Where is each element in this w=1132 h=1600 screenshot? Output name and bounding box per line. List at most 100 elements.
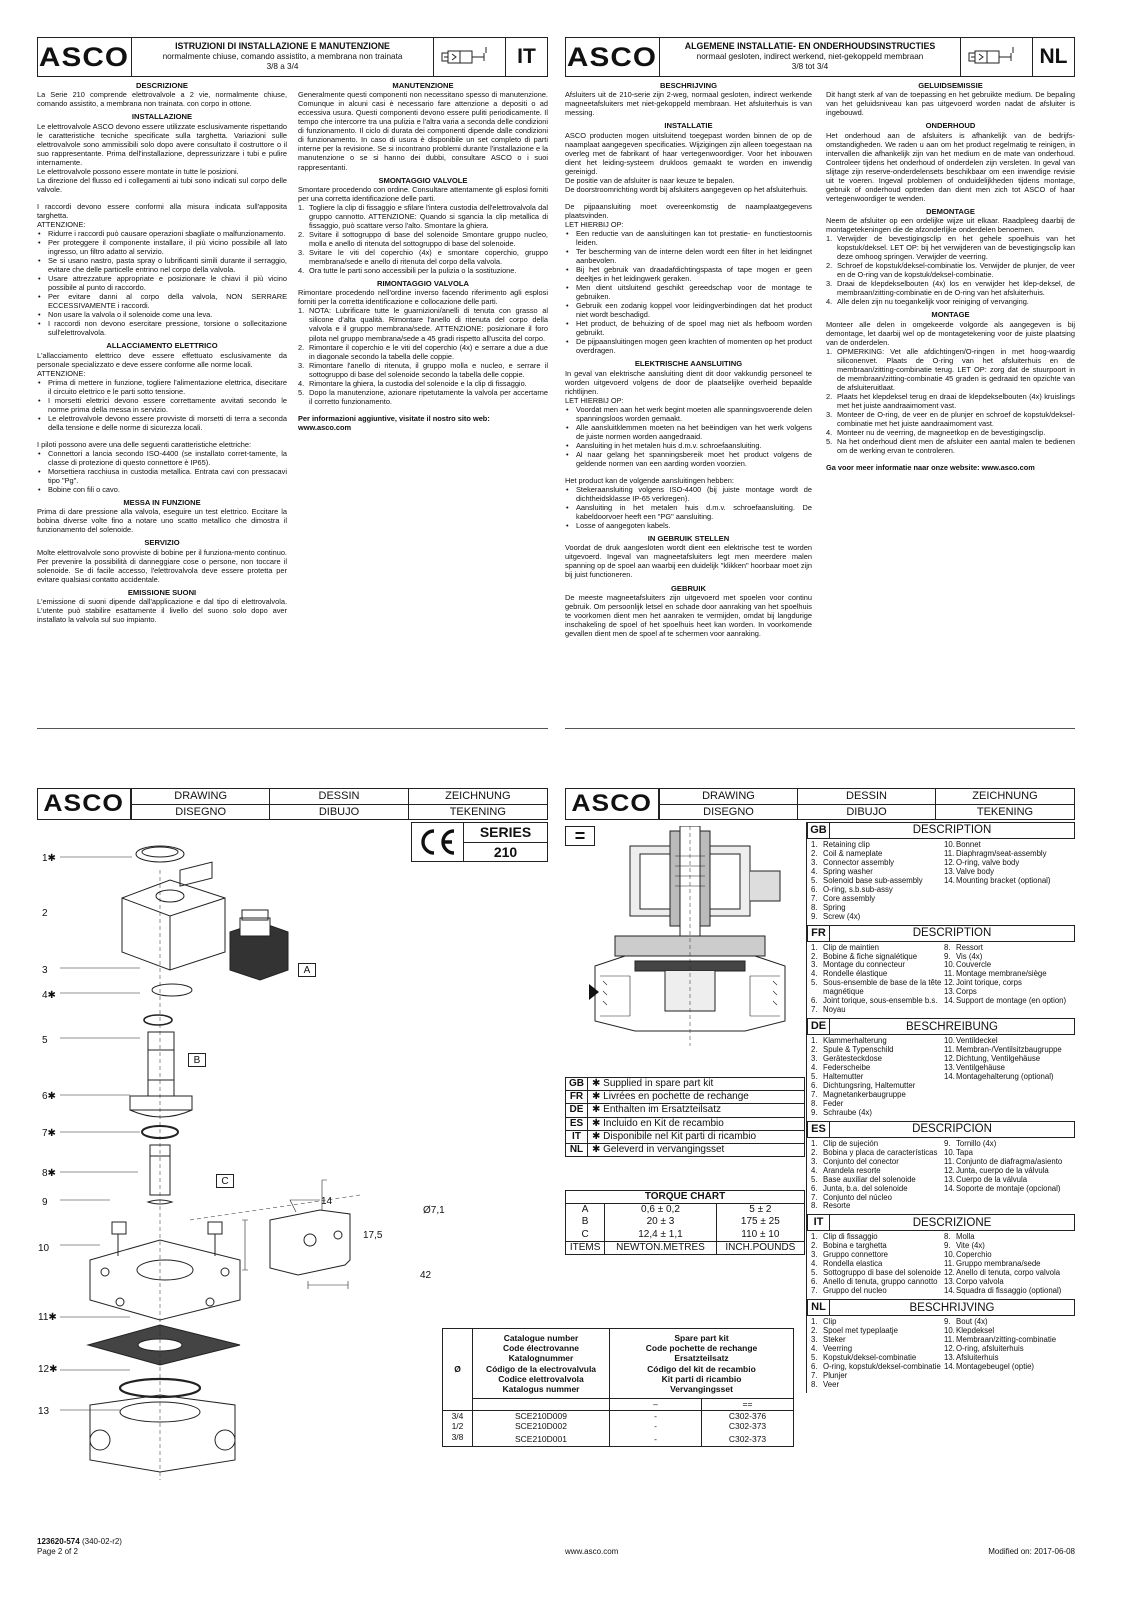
list-item: 7.Core assembly [811, 893, 875, 903]
list-item: 14.Mounting bracket (optional) [944, 875, 1051, 885]
nl-column-2: GELUIDSEMISSIE Dit hangt sterk af van de… [826, 81, 1075, 473]
list-item: 8.Feder [811, 1098, 844, 1108]
list-item: 9.Vis (4x) [944, 951, 983, 961]
it-column-2: MANUTENZIONE Generalmente questi compone… [298, 81, 548, 432]
list-item: 3.Gerätesteckdose [811, 1054, 882, 1064]
list-item: 8.Ressort [944, 942, 983, 952]
list-item: 12.Dichtung, Ventilgehäuse [944, 1054, 1041, 1064]
list-item: 9.Vite (4x) [944, 1241, 985, 1251]
list-item: 9.Bout (4x) [944, 1317, 988, 1327]
list-item: 5.Kopstuk/deksel-combinatie [811, 1352, 917, 1362]
list-item: 3.Connector assembly [811, 857, 895, 867]
list-item: 13.Cuerpo de la válvula [944, 1174, 1028, 1184]
list-item: 12.Junta, cuerpo de la válvula [944, 1165, 1049, 1175]
part-label-14: 14 [321, 1196, 333, 1207]
valve-symbol-icon [433, 38, 505, 76]
list-item: 11.Diaphragm/seat-assembly [944, 848, 1047, 858]
list-item: 14.Squadra di fissaggio (optional) [944, 1286, 1062, 1296]
header-nl: ASCO ALGEMENE INSTALLATIE- EN ONDERHOUDS… [565, 37, 1075, 77]
legend-row: GB✱ Supplied in spare part kit [565, 1076, 805, 1092]
list-item: 2.Spoel met typeplaatje [811, 1326, 898, 1336]
list-item: 12.O-ring, valve body [944, 857, 1020, 867]
asco-logo: ASCO [38, 789, 131, 819]
list-item: 2.Bobina y placa de características [811, 1147, 938, 1157]
callout-c: C [216, 1174, 234, 1188]
list-item: 6.Dichtungsring, Haltemutter [811, 1080, 916, 1090]
part-label-11: 11✱ [38, 1312, 57, 1323]
part-label-13: 13 [38, 1406, 50, 1417]
list-item: 8.Veer [811, 1379, 840, 1389]
separator-left [37, 728, 548, 729]
list-item: 13.Ventilgehäuse [944, 1063, 1005, 1073]
ce-mark-icon [412, 823, 464, 861]
legend-row: NL✱ Geleverd in vervangingsset [565, 1142, 805, 1158]
part-label-3: 3 [42, 965, 48, 976]
header-title-it: ISTRUZIONI DI INSTALLAZIONE E MANUTENZIO… [162, 41, 403, 71]
part-label-7: 7✱ [42, 1128, 56, 1139]
list-item: 3.Gruppo connettore [811, 1250, 889, 1260]
list-item: 6.Anello di tenuta, gruppo cannotto [811, 1277, 938, 1287]
list-item: 8.Resorte [811, 1201, 851, 1211]
list-item: 14.Montagebeugel (optie) [944, 1361, 1035, 1371]
legend-row: ES✱ Incluido en Kit de recambio [565, 1116, 805, 1131]
legend-row: DE✱ Enthalten im Ersatzteilsatz [565, 1103, 805, 1118]
list-item: 2.Bobina e targhetta [811, 1241, 887, 1251]
header-it: ASCO ISTRUZIONI DI INSTALLAZIONE E MANUT… [37, 37, 548, 77]
list-item: 7.Plunjer [811, 1370, 848, 1380]
list-item: 11.Membran-/Ventilsitzbaugruppe [944, 1045, 1062, 1055]
list-item: 5.Base auxiliar del solenoide [811, 1174, 916, 1184]
list-item: 5.Solenoid base sub-assembly [811, 875, 923, 885]
list-item: 9.Screw (4x) [811, 911, 861, 921]
part-label-4: 4✱ [42, 990, 56, 1001]
part-label-5: 5 [42, 1035, 48, 1046]
list-item: 2.Bobine & fiche signalétique [811, 951, 918, 961]
list-item: 13.Corps [944, 987, 977, 997]
footer-modified: Modified on: 2017-06-08 [988, 1547, 1075, 1556]
part-label-12: 12✱ [38, 1364, 58, 1375]
footer-site[interactable]: www.asco.com [565, 1547, 619, 1556]
part-label-9: 9 [42, 1197, 48, 1208]
list-item: 12.Anello di tenuta, corpo valvola [944, 1268, 1061, 1278]
list-item: 4.Federscheibe [811, 1063, 871, 1073]
list-item: 11.Membraan/zitting-combinatie [944, 1334, 1057, 1344]
dimension-height: 17,5 [363, 1230, 383, 1241]
asco-logo: ASCO [566, 789, 659, 819]
list-item: 7.Gruppo del nucleo [811, 1286, 887, 1296]
part-label-6: 6✱ [42, 1091, 56, 1102]
list-item: 1.Clip [811, 1317, 837, 1327]
list-item: 14.Soporte de montaje (opcional) [944, 1183, 1061, 1193]
spare-part-legend: GB✱ Supplied in spare part kit FR✱ Livré… [565, 1076, 805, 1158]
list-item: 13.Afsluiterhuis [944, 1352, 999, 1362]
legend-row: FR✱ Livrées en pochette de rechange [565, 1090, 805, 1105]
list-item: 10.Tapa [944, 1147, 973, 1157]
list-item: 8.Molla [944, 1232, 975, 1242]
dimension-width: 42 [420, 1270, 432, 1281]
list-item: 1.Clip de sujeción [811, 1138, 879, 1148]
callout-b: B [188, 1053, 206, 1067]
list-item: 12.O-ring, afsluiterhuis [944, 1343, 1024, 1353]
list-item: 11.Conjunto de diafragma/asiento [944, 1156, 1063, 1166]
list-item: 11.Gruppo membrana/sede [944, 1259, 1041, 1269]
part-label-8: 8✱ [42, 1168, 56, 1179]
list-item: 5.Sous-ensemble de base de la tête magné… [811, 978, 942, 997]
list-item: 1.Clip di fissaggio [811, 1232, 878, 1242]
asco-logo: ASCO [38, 38, 132, 76]
exploded-view-drawing [60, 845, 361, 1480]
list-item: 1.Klammerhalterung [811, 1036, 887, 1046]
list-item: 7.Magnetankerbaugruppe [811, 1089, 906, 1099]
list-item: 10.Bonnet [944, 840, 981, 849]
